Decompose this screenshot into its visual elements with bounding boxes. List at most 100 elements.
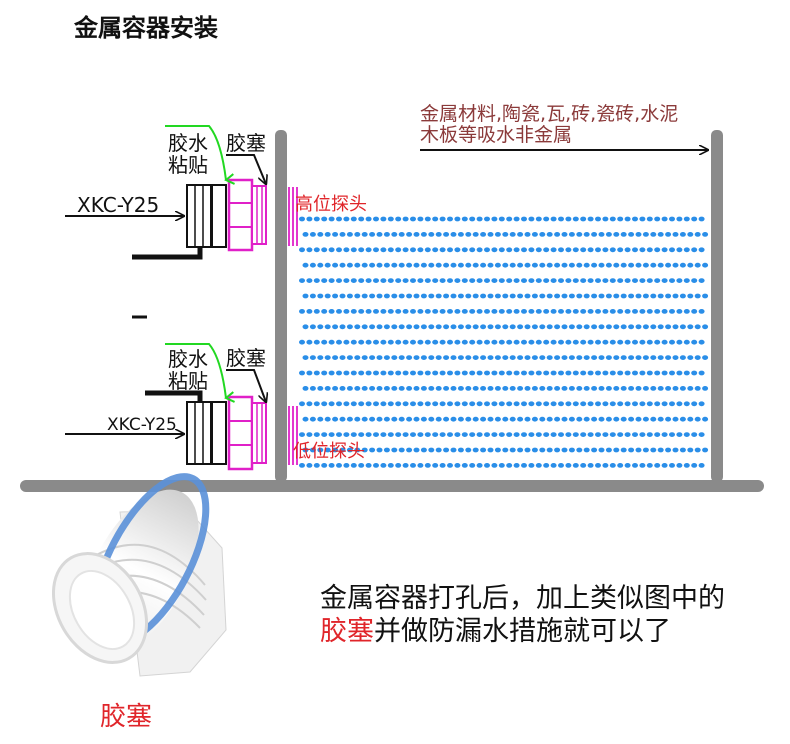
- water-dot: [343, 216, 350, 222]
- water-dot: [420, 262, 427, 268]
- water-dot: [439, 247, 446, 253]
- water-dot: [639, 247, 646, 253]
- water-dot: [694, 324, 701, 330]
- water-dot: [657, 324, 664, 330]
- water-dot: [509, 447, 516, 453]
- water-dot: [679, 447, 686, 453]
- water-dot: [383, 293, 390, 299]
- water-dot: [546, 355, 553, 360]
- water-dot: [487, 293, 494, 299]
- water-dot: [406, 324, 413, 330]
- water-dot: [373, 216, 379, 222]
- water-dot: [469, 401, 476, 407]
- water-dot: [350, 432, 357, 437]
- water-dot: [572, 309, 579, 314]
- water-dot: [469, 339, 476, 345]
- water-dot: [324, 447, 331, 453]
- water-dot: [472, 447, 479, 453]
- water-dot: [469, 216, 476, 222]
- water-dot: [639, 401, 646, 407]
- water-dot: [524, 293, 531, 299]
- water-dot: [665, 262, 672, 268]
- water-dot: [354, 232, 361, 237]
- water-dot: [639, 339, 646, 345]
- water-dot: [694, 293, 701, 299]
- water-dot: [672, 293, 679, 299]
- water-dot: [669, 278, 675, 283]
- water-dot: [491, 339, 498, 345]
- water-dot: [373, 278, 379, 283]
- water-dot: [410, 247, 416, 253]
- water-dot: [380, 401, 387, 407]
- water-dot: [417, 339, 424, 345]
- water-dot: [336, 278, 342, 283]
- water-dot: [506, 216, 513, 222]
- water-dot: [554, 386, 561, 391]
- water-dot: [354, 416, 361, 422]
- water-dot: [487, 355, 494, 360]
- water-dot: [443, 232, 450, 237]
- water-dot: [543, 309, 550, 314]
- water-dot: [672, 386, 679, 391]
- water-dot: [698, 370, 705, 376]
- water-dot: [635, 324, 642, 330]
- water-dot: [683, 463, 690, 468]
- water-dot: [646, 463, 653, 468]
- water-dot: [469, 278, 476, 283]
- water-dot: [568, 293, 575, 299]
- water-dot: [332, 324, 339, 330]
- water-dot: [595, 339, 601, 345]
- water-dot: [605, 447, 612, 453]
- water-dot: [432, 432, 439, 437]
- water-dot: [642, 262, 649, 268]
- water-dot: [572, 463, 579, 468]
- water-dot: [632, 463, 638, 468]
- water-dot: [517, 355, 524, 360]
- water-dot: [620, 232, 627, 237]
- water-dot: [650, 293, 657, 299]
- water-dot: [632, 278, 638, 283]
- water-dot: [447, 247, 453, 253]
- water-dot: [447, 401, 453, 407]
- instruction-caption: 金属容器打孔后，加上类似图中的胶塞并做防漏水措施就可以了: [320, 582, 750, 648]
- water-dot: [428, 447, 435, 453]
- water-dot: [613, 447, 620, 453]
- right-wall: [711, 130, 723, 482]
- water-dot: [358, 339, 365, 345]
- water-dot: [535, 370, 542, 376]
- water-dot: [365, 432, 372, 437]
- water-dot: [661, 216, 668, 222]
- water-dot: [395, 278, 402, 283]
- water-dot: [498, 309, 505, 314]
- water-dot: [687, 355, 694, 360]
- water-dot: [410, 309, 416, 314]
- left-wall: [275, 130, 287, 482]
- water-dot: [672, 262, 679, 268]
- water-dot: [328, 247, 335, 253]
- water-dot: [543, 247, 550, 253]
- water-dot: [309, 324, 316, 330]
- water-dot: [302, 232, 309, 237]
- water-dot: [565, 309, 572, 314]
- water-dot: [387, 216, 394, 222]
- top-sensor-neck: [211, 184, 227, 248]
- water-dot: [369, 355, 376, 360]
- water-dot: [317, 232, 324, 237]
- water-dot: [521, 247, 527, 253]
- water-dot: [583, 386, 590, 391]
- water-dot: [398, 324, 405, 330]
- water-dot: [535, 463, 542, 468]
- water-dot: [506, 401, 513, 407]
- water-dot: [376, 416, 383, 422]
- water-dot: [461, 463, 468, 468]
- water-fill: [299, 216, 709, 468]
- water-dot: [531, 447, 538, 453]
- water-dot: [598, 262, 605, 268]
- photo-label: 胶塞: [100, 702, 153, 732]
- water-dot: [650, 386, 657, 391]
- water-dot: [299, 247, 305, 253]
- water-dot: [602, 463, 609, 468]
- water-dot: [461, 339, 468, 345]
- water-dot: [428, 386, 435, 391]
- water-dot: [402, 432, 409, 437]
